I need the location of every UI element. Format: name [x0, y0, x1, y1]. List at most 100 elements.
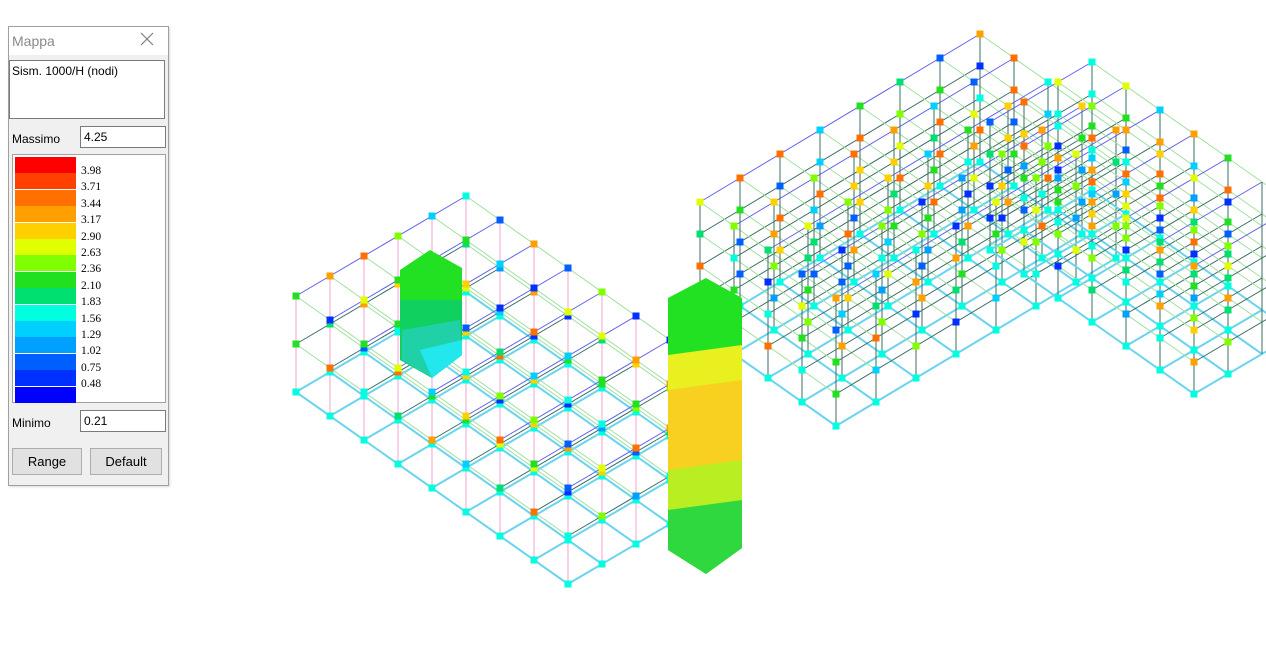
node-marker — [394, 416, 402, 424]
node-marker — [530, 556, 538, 564]
node-marker — [776, 246, 784, 254]
node-marker — [496, 532, 504, 540]
node-marker — [1156, 214, 1164, 222]
node-marker — [770, 262, 778, 270]
node-marker — [530, 464, 538, 472]
node-marker — [564, 532, 572, 540]
node-marker — [798, 398, 806, 406]
node-marker — [1156, 106, 1164, 114]
node-marker — [394, 328, 402, 336]
close-icon[interactable] — [138, 30, 156, 48]
node-marker — [884, 174, 892, 182]
node-marker — [838, 278, 846, 286]
node-marker — [918, 326, 926, 334]
node-marker — [462, 288, 470, 296]
node-marker — [530, 416, 538, 424]
min-value-input[interactable]: 0.21 — [80, 410, 166, 432]
node-marker — [1038, 158, 1046, 166]
node-marker — [918, 198, 926, 206]
node-marker — [1122, 278, 1130, 286]
node-marker — [730, 254, 738, 262]
node-marker — [924, 246, 932, 254]
node-marker — [530, 508, 538, 516]
default-button[interactable]: Default — [90, 448, 162, 475]
node-marker — [394, 372, 402, 380]
node-marker — [1224, 282, 1232, 290]
node-marker — [496, 392, 504, 400]
node-marker — [1190, 258, 1198, 266]
node-marker — [1224, 218, 1232, 226]
node-marker — [1224, 230, 1232, 238]
node-marker — [428, 396, 436, 404]
node-marker — [986, 246, 994, 254]
node-marker — [564, 360, 572, 368]
node-marker — [896, 174, 904, 182]
node-marker — [1072, 182, 1080, 190]
max-value-input[interactable]: 4.25 — [80, 126, 166, 148]
node-marker — [912, 374, 920, 382]
node-marker — [462, 416, 470, 424]
node-marker — [564, 580, 572, 588]
node-marker — [884, 270, 892, 278]
node-marker — [598, 468, 606, 476]
node-marker — [878, 286, 886, 294]
node-marker — [462, 280, 470, 288]
legend-value: 3.98 — [81, 165, 102, 177]
node-marker — [1112, 126, 1120, 134]
node-marker — [1072, 150, 1080, 158]
node-marker — [770, 326, 778, 334]
node-marker — [838, 310, 846, 318]
node-marker — [1156, 278, 1164, 286]
node-marker — [598, 380, 606, 388]
node-marker — [1122, 210, 1130, 218]
node-marker — [838, 342, 846, 350]
node-marker — [564, 536, 572, 544]
node-marker — [798, 334, 806, 342]
node-marker — [1122, 246, 1130, 254]
node-marker — [530, 328, 538, 336]
node-marker — [730, 222, 738, 230]
node-marker — [850, 150, 858, 158]
node-marker — [1122, 146, 1130, 154]
node-marker — [804, 286, 812, 294]
node-marker — [1190, 326, 1198, 334]
node-marker — [976, 30, 984, 38]
node-marker — [1190, 358, 1198, 366]
node-marker — [1032, 206, 1040, 214]
node-marker — [844, 198, 852, 206]
node-marker — [1224, 154, 1232, 162]
node-marker — [1190, 194, 1198, 202]
node-marker — [394, 324, 402, 332]
node-marker — [970, 78, 978, 86]
node-marker — [1156, 226, 1164, 234]
node-marker — [930, 230, 938, 238]
node-marker — [986, 182, 994, 190]
range-button[interactable]: Range — [12, 448, 82, 475]
node-marker — [530, 380, 538, 388]
node-marker — [844, 326, 852, 334]
node-marker — [696, 198, 704, 206]
node-marker — [530, 460, 538, 468]
node-marker — [850, 278, 858, 286]
node-marker — [952, 222, 960, 230]
node-marker — [1044, 78, 1052, 86]
node-marker — [1010, 182, 1018, 190]
node-marker — [530, 376, 538, 384]
node-marker — [1088, 198, 1096, 206]
node-marker — [878, 254, 886, 262]
node-marker — [1054, 250, 1062, 258]
node-marker — [912, 310, 920, 318]
node-marker — [462, 192, 470, 200]
node-marker — [496, 352, 504, 360]
node-marker — [1088, 242, 1096, 250]
node-marker — [930, 102, 938, 110]
node-marker — [428, 212, 436, 220]
wall-panel-left — [400, 250, 462, 378]
node-marker — [564, 488, 572, 496]
node-marker — [1224, 338, 1232, 346]
node-marker — [462, 508, 470, 516]
node-marker — [810, 174, 818, 182]
node-marker — [496, 488, 504, 496]
node-marker — [798, 270, 806, 278]
